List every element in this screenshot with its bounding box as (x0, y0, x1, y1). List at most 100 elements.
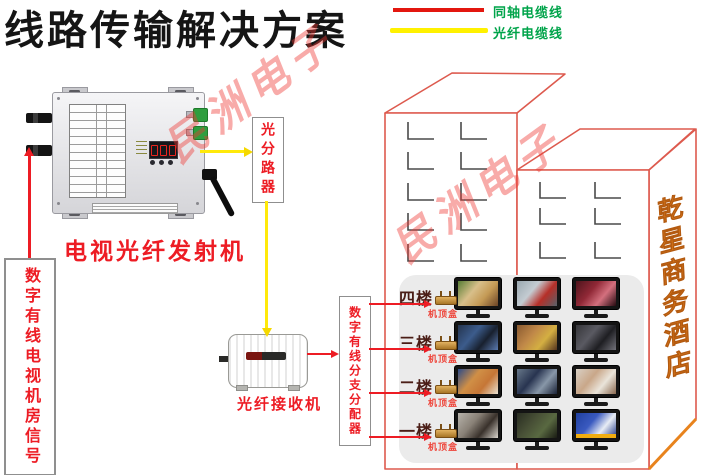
set-top-box-label: 机顶盒 (428, 354, 459, 364)
set-top-box-icon (435, 336, 457, 350)
set-top-box-icon (435, 291, 457, 305)
fiber-port-icon (193, 108, 208, 122)
arrow-right-icon (424, 344, 432, 353)
arrow-right-icon (331, 349, 339, 358)
window-mark (407, 244, 434, 262)
tv-stand-neck (594, 441, 598, 446)
headend-signal-box: 数字有线电视机房信号 (4, 258, 56, 475)
tv-stand-base (584, 314, 608, 318)
legend-fiber-swatch (390, 28, 488, 33)
power-cable (209, 175, 236, 218)
tv-screen (517, 369, 557, 394)
tv-stand-base (584, 402, 608, 406)
tv-screen (517, 281, 557, 306)
tv-stand-base (525, 314, 549, 318)
tv-stand-neck (535, 441, 539, 446)
tv-screen (458, 281, 498, 306)
window-mark (594, 242, 621, 259)
tv-screen (458, 413, 498, 438)
tv-ticker-bar (576, 434, 616, 438)
tv-bezel (514, 322, 560, 353)
headend-signal-label: 数字有线电视机房信号 (22, 267, 39, 467)
tv-stand-neck (594, 397, 598, 402)
tv-stand-neck (476, 441, 480, 446)
tv-screen (517, 413, 557, 438)
distributor-box: 数字有线分支分配器 (339, 296, 371, 446)
window-mark (539, 208, 566, 225)
coax-line-distributor-to-floor (369, 348, 425, 350)
tv-stand-neck (535, 353, 539, 358)
tv-screen (576, 281, 616, 306)
tv-stand-base (525, 358, 549, 362)
tv-bezel (455, 366, 501, 397)
legend-fiber-label: 光纤电缆线 (493, 26, 564, 41)
tv-stand-neck (594, 353, 598, 358)
screw (57, 202, 60, 205)
tv-military-program (514, 410, 560, 450)
coax-line-receiver-to-distributor (307, 353, 332, 355)
window-mark (539, 182, 566, 199)
screw (196, 202, 199, 205)
receiver-label-slot (246, 352, 286, 360)
tv-portrait-closeup (573, 366, 619, 406)
tv-screen (576, 369, 616, 394)
window-mark (460, 213, 487, 231)
window-mark (407, 122, 434, 140)
tv-street-report (514, 278, 560, 318)
arrow-right-icon (244, 146, 253, 157)
transmitter-label: 电视光纤发射机 (64, 238, 246, 264)
tv-bezel (455, 278, 501, 309)
receiver-foot (288, 385, 300, 391)
receiver-foot (236, 385, 248, 391)
tv-stand-neck (535, 397, 539, 402)
tv-sports-match (455, 322, 501, 362)
tv-stand-neck (476, 353, 480, 358)
tv-uniform-drama (514, 366, 560, 406)
page-title: 线路传输解决方案 (4, 7, 348, 54)
tv-screen (576, 325, 616, 350)
splitter-box: 光分路器 (252, 117, 284, 203)
model-label (92, 203, 178, 214)
tv-bezel (573, 322, 619, 353)
tv-variety-show-host (455, 278, 501, 318)
tv-group-dance (573, 322, 619, 362)
window-mark (460, 122, 487, 140)
fiber-line-splitter-to-receiver (265, 201, 268, 328)
tv-stage-performance (573, 278, 619, 318)
window-mark (594, 208, 621, 225)
building1-window-marks (407, 122, 487, 262)
tv-volleyball-game (455, 366, 501, 406)
led-indicator-labels (136, 141, 147, 157)
receiver-label: 光纤接收机 (237, 396, 323, 413)
tv-stand-base (584, 358, 608, 362)
tv-screen (517, 325, 557, 350)
fiber-line-transmitter-to-splitter (200, 150, 244, 153)
tv-bezel (573, 410, 619, 441)
tv-stand-neck (476, 309, 480, 314)
tv-bezel (455, 410, 501, 441)
receiver-connector (219, 356, 229, 362)
legend-coaxial-label: 同轴电缆线 (493, 5, 564, 20)
arrow-right-icon (424, 388, 432, 397)
set-top-box-icon (435, 380, 457, 394)
bnc-connector (26, 145, 52, 156)
screw (196, 97, 199, 100)
set-top-box-label: 机顶盒 (428, 442, 459, 452)
building2-window-marks (539, 182, 621, 259)
set-top-box-label: 机顶盒 (428, 398, 459, 408)
coax-line-headend-to-transmitter (28, 156, 31, 258)
tv-bezel (514, 278, 560, 309)
window-mark (407, 213, 434, 231)
window-mark (460, 244, 487, 262)
tv-stand-base (525, 446, 549, 450)
led-display (149, 141, 178, 159)
tv-bezel (573, 278, 619, 309)
tv-screen (576, 413, 616, 438)
window-mark (407, 183, 434, 201)
transmitter-spec-table (69, 104, 126, 198)
coax-line-distributor-to-floor (369, 436, 425, 438)
tv-bezel (455, 322, 501, 353)
window-mark (594, 182, 621, 199)
tv-screen (458, 325, 498, 350)
device-button (159, 160, 164, 165)
